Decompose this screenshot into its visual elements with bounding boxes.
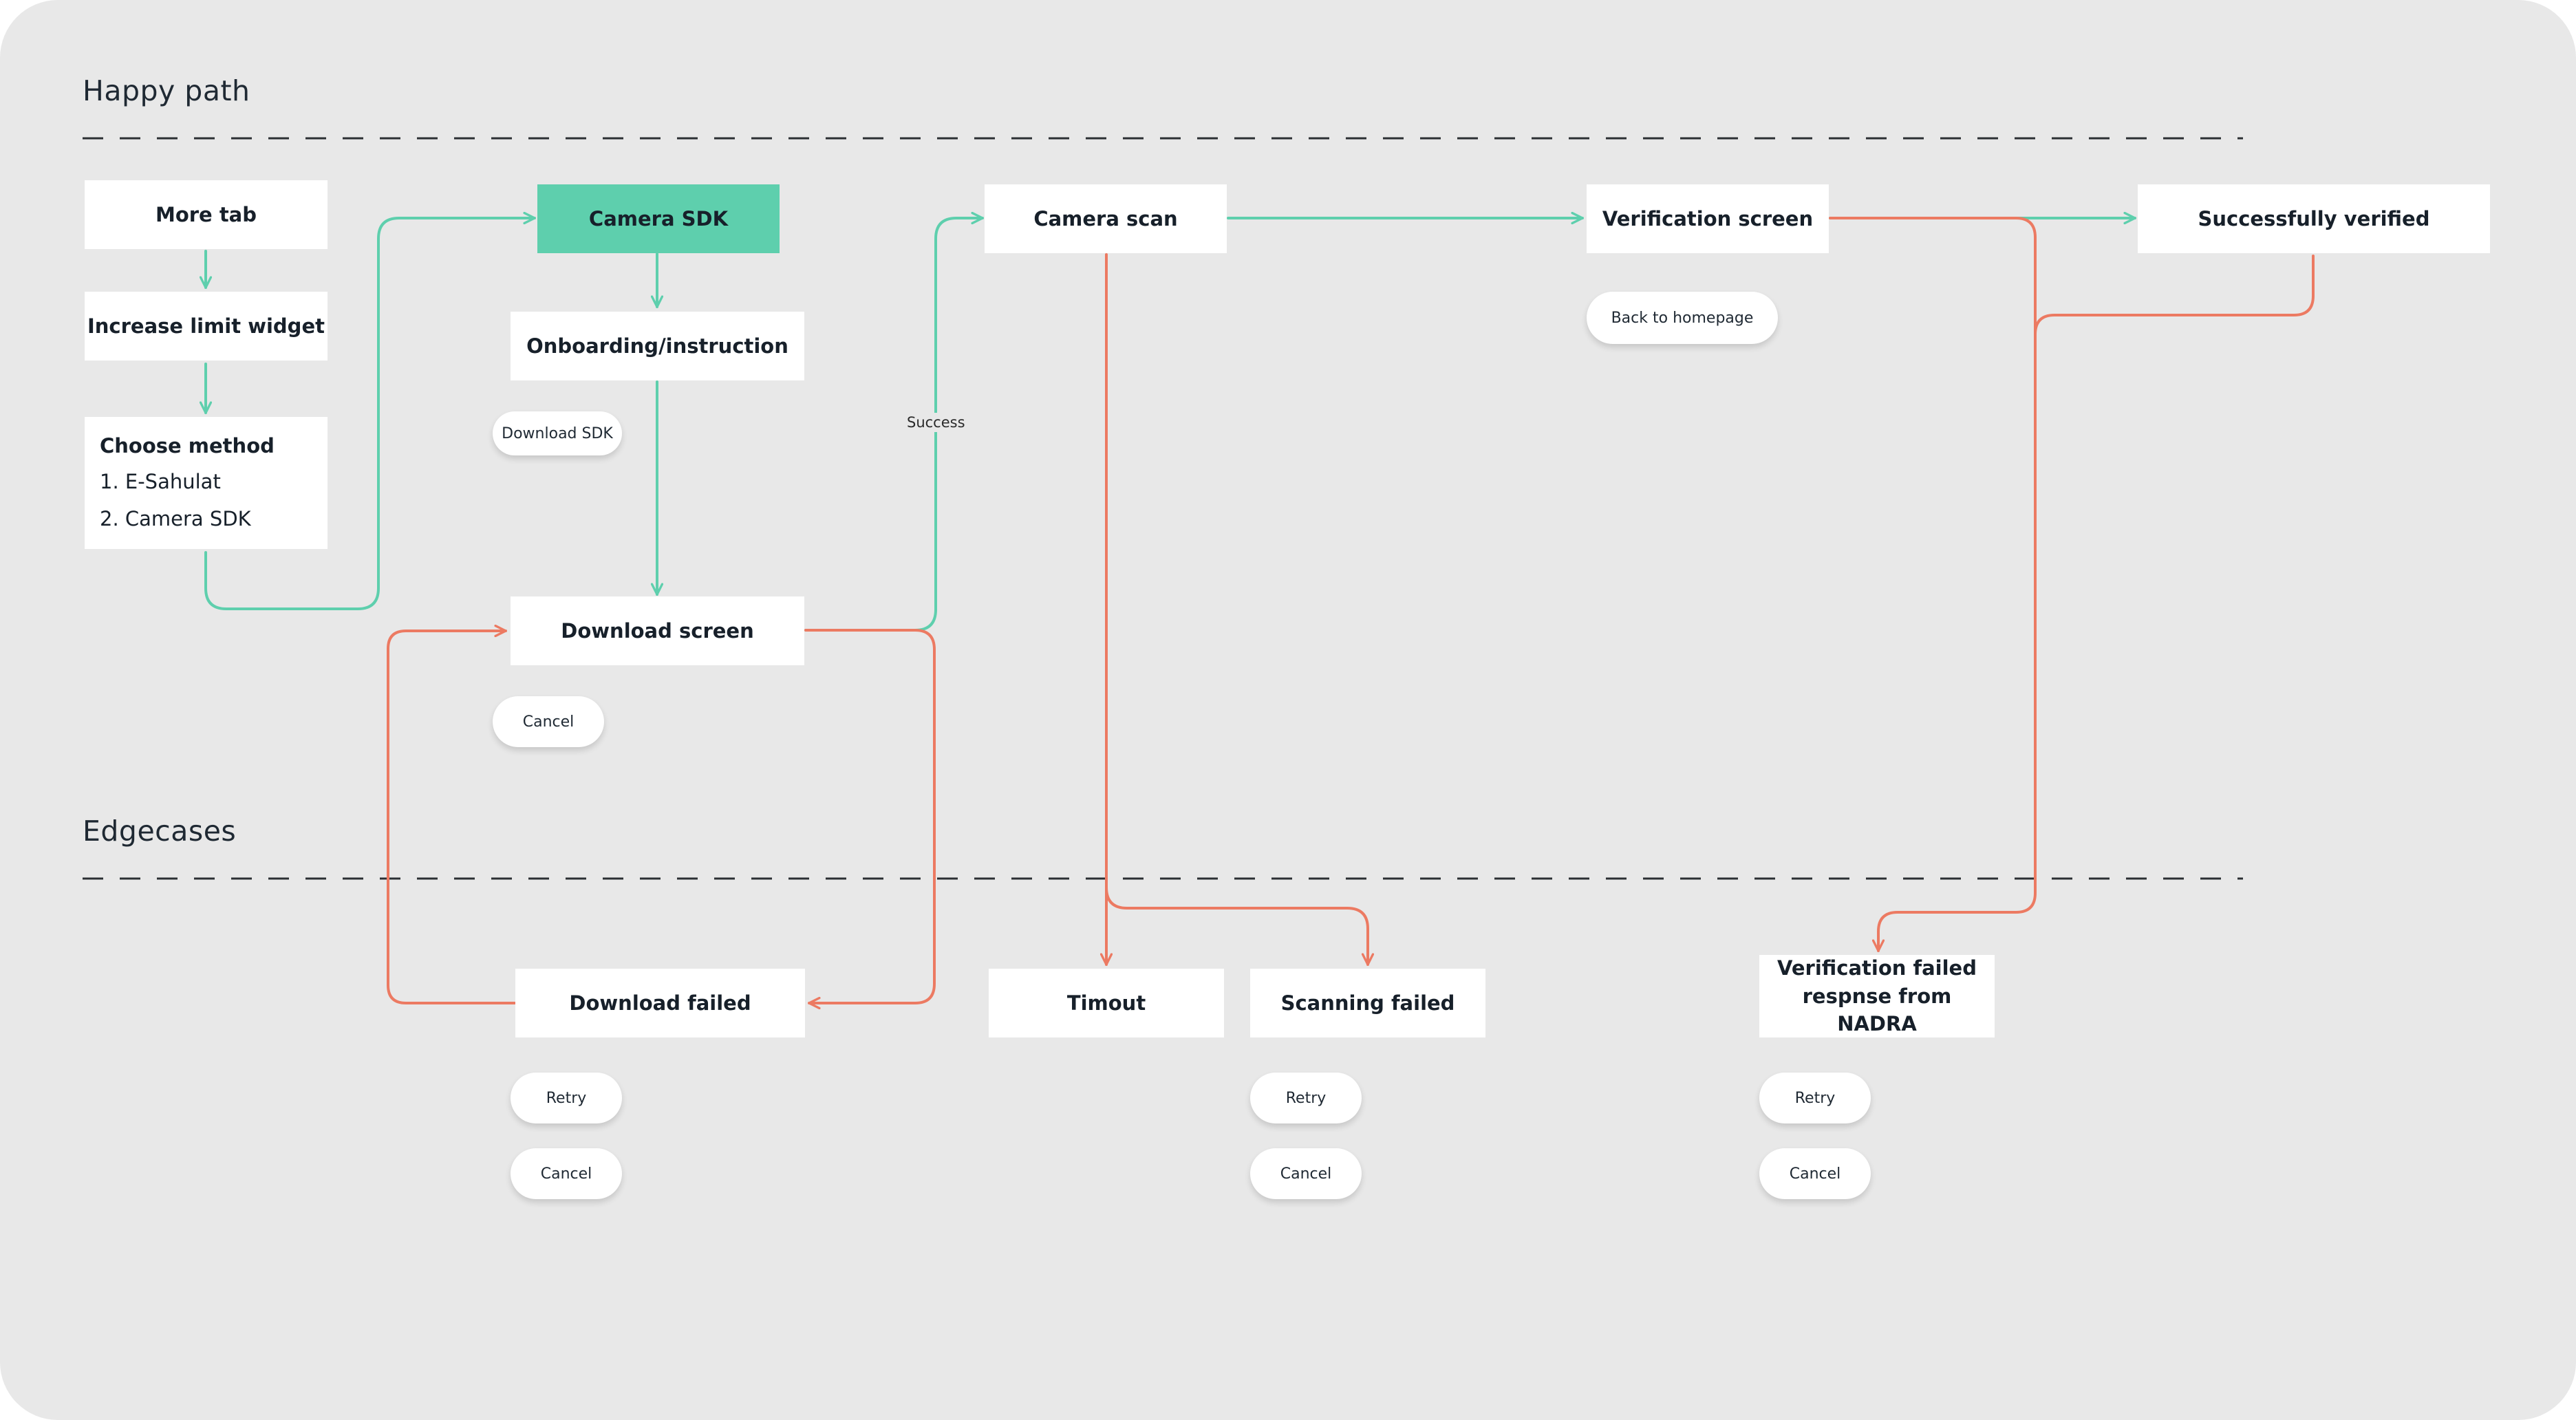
edge-success-to-verification-failed [2034, 255, 2315, 336]
edge-choose-method-to-camera-sdk [204, 218, 536, 610]
node-download-screen[interactable]: Download screen [511, 596, 804, 665]
scanning-failed-cancel-button[interactable]: Cancel [1250, 1148, 1362, 1199]
node-camera-sdk[interactable]: Camera SDK [537, 184, 780, 253]
scanning-failed-retry-button[interactable]: Retry [1250, 1073, 1362, 1123]
edge-download-failed-to-download-screen [387, 631, 516, 1004]
node-onboarding-instruction[interactable]: Onboarding/instruction [511, 312, 804, 380]
download-failed-retry-button[interactable]: Retry [511, 1073, 622, 1123]
edge-label-success: Success [907, 413, 965, 432]
back-to-homepage-button[interactable]: Back to homepage [1587, 292, 1778, 344]
download-screen-cancel-button[interactable]: Cancel [493, 696, 604, 747]
section-title-edgecases: Edgecases [83, 815, 237, 848]
node-verification-screen[interactable]: Verification screen [1587, 184, 1829, 253]
choose-method-title: Choose method [100, 434, 275, 458]
choose-method-option-camera-sdk[interactable]: 2. Camera SDK [100, 507, 251, 531]
node-camera-scan[interactable]: Camera scan [985, 184, 1227, 253]
download-failed-cancel-button[interactable]: Cancel [511, 1148, 622, 1199]
verification-failed-line-2: respnse from NADRA [1802, 984, 1952, 1036]
choose-method-option-esahulat[interactable]: 1. E-Sahulat [100, 470, 221, 494]
node-more-tab[interactable]: More tab [85, 180, 328, 249]
verification-failed-line-1: Verification failed [1777, 956, 1977, 980]
node-download-failed[interactable]: Download failed [515, 969, 805, 1037]
download-sdk-button[interactable]: Download SDK [493, 411, 622, 455]
node-successfully-verified[interactable]: Successfully verified [2138, 184, 2490, 253]
edge-camera-scan-to-scanning-failed [1105, 886, 1368, 966]
verification-failed-cancel-button[interactable]: Cancel [1759, 1148, 1871, 1199]
node-scanning-failed[interactable]: Scanning failed [1250, 969, 1485, 1037]
node-verification-failed[interactable]: Verification failed respnse from NADRA [1759, 955, 1995, 1037]
node-choose-method[interactable]: Choose method 1. E-Sahulat 2. Camera SDK [85, 417, 328, 549]
verification-failed-retry-button[interactable]: Retry [1759, 1073, 1871, 1123]
section-title-happy-path: Happy path [83, 74, 250, 107]
edge-verification-to-verification-failed [1829, 217, 2037, 952]
node-increase-limit-widget[interactable]: Increase limit widget [85, 292, 328, 361]
node-timeout[interactable]: Timout [989, 969, 1224, 1037]
edge-download-screen-to-download-failed [804, 629, 936, 1003]
